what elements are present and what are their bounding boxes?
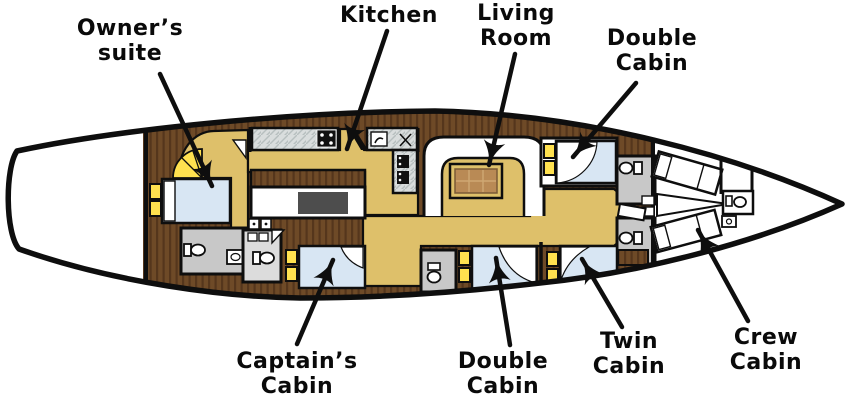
oven-icon <box>397 171 409 184</box>
door-swing <box>231 139 247 161</box>
arrow-owners-suite <box>157 71 215 189</box>
arrow-twin-cabin <box>579 256 625 330</box>
arrow-double-cabin-top <box>570 80 639 160</box>
sink-icon <box>226 249 245 265</box>
label-owners-suite: Owner’s suite <box>76 16 184 66</box>
captains-cabin-cabinet <box>285 266 298 282</box>
sink-icon <box>247 232 258 242</box>
dish-rack-icon <box>399 133 412 147</box>
toilet-icon <box>618 161 643 175</box>
toilet-icon <box>618 231 643 245</box>
passage-door <box>616 202 647 222</box>
toilet-icon <box>183 243 206 257</box>
sink-icon <box>258 232 269 242</box>
label-kitchen: Kitchen <box>340 3 438 28</box>
nav-table-top <box>298 192 348 214</box>
hull-outline-stroke <box>5 108 845 301</box>
door-swing <box>271 229 286 245</box>
crew-berth-upper <box>650 149 724 197</box>
toilet-icon <box>725 195 747 208</box>
double-cabin-bottom-cabinet <box>458 250 471 266</box>
label-crew-cabin: Crew Cabin <box>729 325 803 375</box>
label-double-cabin-top: Double Cabin <box>606 26 698 76</box>
captains-cabin-cabinet <box>285 249 298 265</box>
label-living-room: Living Room <box>477 1 555 51</box>
arrow-crew-cabin <box>695 227 751 324</box>
sink-icon <box>721 215 737 228</box>
toilet-icon <box>252 251 275 265</box>
nav-table-unit <box>248 168 367 230</box>
label-double-cabin-bottom: Double Cabin <box>457 349 549 399</box>
head-compartment-lower <box>615 216 657 266</box>
double-cabin-top <box>539 136 619 188</box>
step <box>641 195 655 206</box>
callout-arrows <box>157 28 751 348</box>
label-captains-cabin: Captain’s Cabin <box>236 349 358 399</box>
berth-footwell <box>656 192 729 218</box>
double-cabin-top-cabinet <box>543 143 556 159</box>
oven-icon <box>397 155 409 168</box>
arrow-living-room <box>483 51 518 168</box>
ensuite-bathroom <box>419 248 458 294</box>
mid-bathroom <box>241 228 286 284</box>
cabinet-top <box>249 168 367 189</box>
stove-icon <box>316 129 337 148</box>
sink-icon <box>370 131 388 147</box>
living-room <box>422 135 546 216</box>
owners-suite-pillow <box>163 180 176 222</box>
double-cabin-top-cabinet <box>543 160 556 176</box>
captains-cabin-pillow <box>340 246 364 269</box>
arrow-captains-cabin <box>294 257 336 347</box>
owners-suite <box>149 139 249 276</box>
kitchen <box>250 126 420 195</box>
twin-cabin-cabinet <box>546 251 559 267</box>
toilet-icon <box>426 262 442 284</box>
owners-suite-cabinet <box>149 183 162 200</box>
arrow-double-cabin-bottom <box>488 255 513 348</box>
kitchen-counter <box>250 126 340 152</box>
wood-locker <box>617 249 649 266</box>
double-cabin-bottom-cabinet <box>458 267 471 283</box>
crew-berth-lower <box>649 208 723 254</box>
label-twin-cabin: Twin Cabin <box>592 329 666 379</box>
arrow-kitchen <box>344 28 390 152</box>
crew-cabin <box>616 138 755 268</box>
owners-suite-cabinet <box>149 200 162 217</box>
